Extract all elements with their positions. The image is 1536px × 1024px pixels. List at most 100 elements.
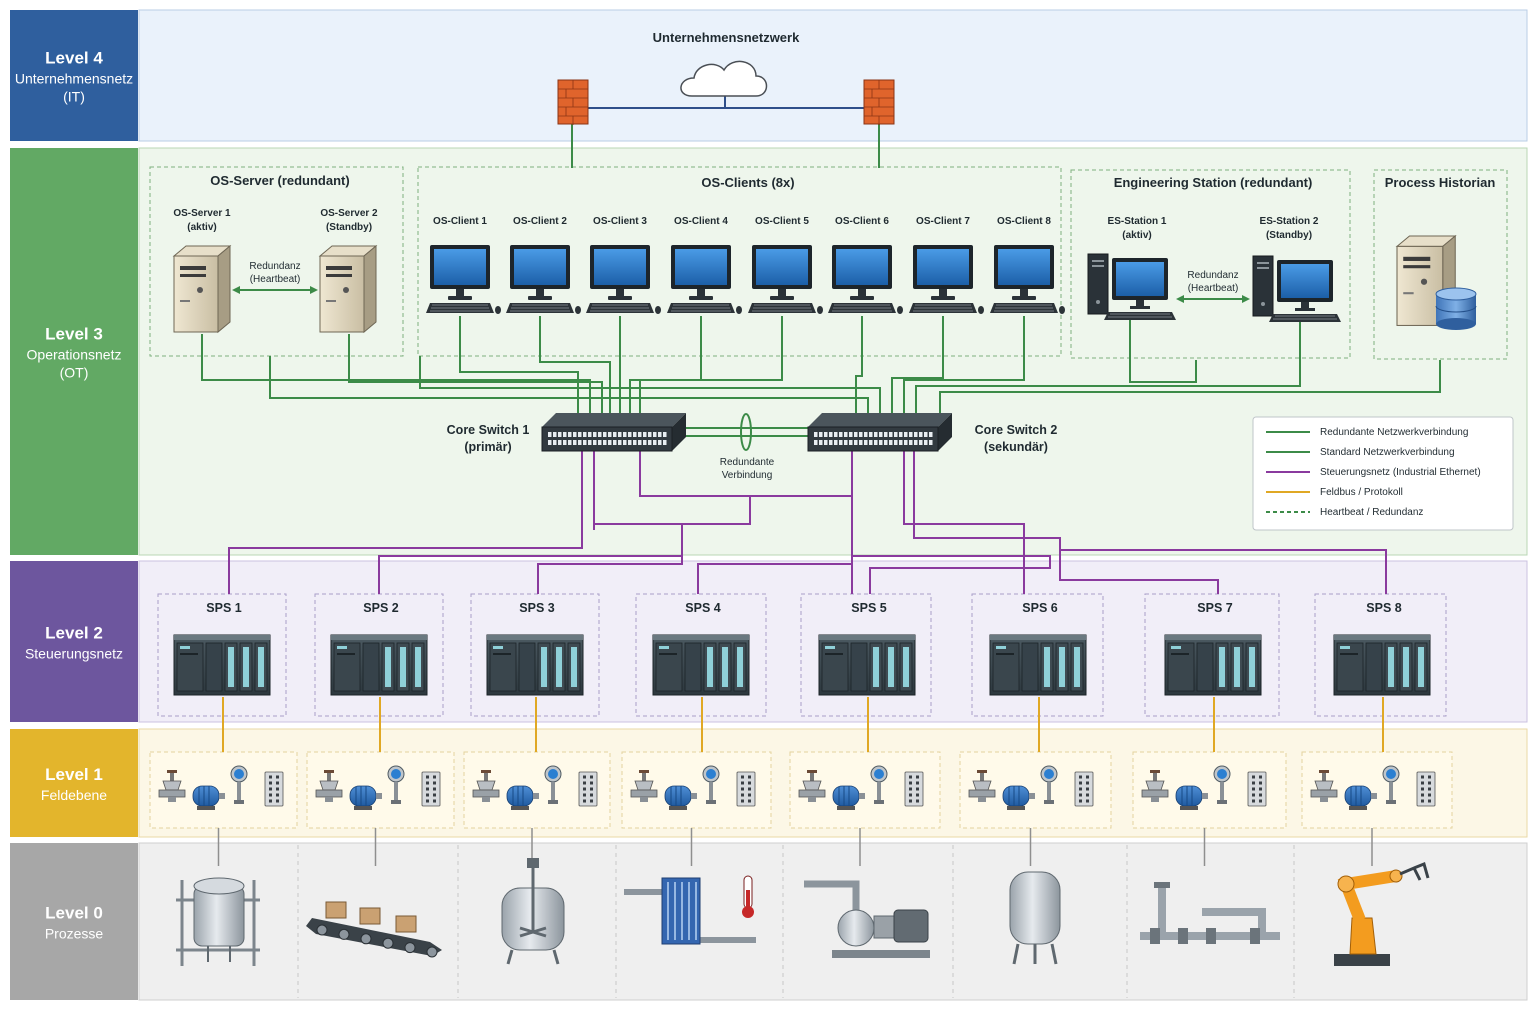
plc-3-link: [537, 556, 683, 594]
server-1-to-switch-1: [201, 334, 591, 420]
switch-port: [613, 440, 617, 445]
switch-port: [909, 440, 913, 445]
redundant-link-label: Redundante: [720, 457, 775, 468]
io-module-icon-4: [735, 770, 757, 808]
os-client-label-4: OS-Client 4: [674, 216, 728, 227]
pump-coupling: [873, 915, 895, 939]
level-number-4: Level 0: [45, 904, 103, 923]
os-client-label-1: OS-Client 1: [433, 216, 487, 227]
tank-body: [193, 885, 245, 947]
level-number-1: Level 3: [45, 325, 103, 344]
os-client-label-8: OS-Client 8: [997, 216, 1051, 227]
io-module-icon-5: [903, 770, 925, 808]
thermometer-bulb: [742, 906, 754, 918]
io-module-icon-7: [1246, 770, 1268, 808]
plc-group-8: [1314, 593, 1447, 717]
os-client-4-icon: [666, 244, 743, 315]
client-5-link: [639, 316, 783, 420]
reactor-icon: [501, 858, 565, 965]
robot-joint-1: [1337, 875, 1355, 893]
switch-port: [623, 440, 627, 445]
conveyor-roller: [382, 937, 394, 949]
switch-port: [563, 440, 567, 445]
switch-port: [653, 440, 657, 445]
robot-gripper: [1399, 861, 1430, 881]
switch-port: [628, 432, 632, 437]
plc-label-2: SPS 2: [363, 601, 398, 615]
core-switch-2-icon: [807, 413, 952, 452]
client-1-link: [459, 316, 579, 420]
switch-port: [608, 440, 612, 445]
pipeline-flange-1: [1178, 928, 1188, 944]
switch-port: [879, 432, 883, 437]
os-server-redundancy-sub: (Heartbeat): [250, 274, 301, 285]
switch-port: [929, 440, 933, 445]
hx-pipes: [624, 889, 756, 943]
plc-8-link: [1060, 549, 1387, 594]
os-client-label-6: OS-Client 6: [835, 216, 889, 227]
tank-top: [193, 877, 245, 895]
os-clients-group: [417, 166, 1062, 357]
switch-port: [638, 432, 642, 437]
plc-1-icon: [173, 634, 271, 696]
plc-5-icon: [818, 634, 916, 696]
conveyor-roller: [360, 933, 372, 945]
switch-port: [658, 432, 662, 437]
switch-port: [643, 440, 647, 445]
switch-front: [541, 426, 673, 452]
switch-port: [884, 440, 888, 445]
level-label-box-4: [10, 843, 138, 1000]
conveyor-box-1: [359, 907, 381, 925]
switch-port: [859, 432, 863, 437]
switch-port: [819, 432, 823, 437]
switch-port: [864, 440, 868, 445]
client-8-link: [903, 316, 1025, 420]
switch-port: [919, 432, 923, 437]
os-client-label-3: OS-Client 3: [593, 216, 647, 227]
switch-side: [938, 413, 952, 451]
os-client-2-icon: [505, 244, 582, 315]
tank-icon: [176, 877, 260, 966]
arrowhead-left: [232, 286, 240, 294]
switch-port: [824, 432, 828, 437]
level-number-0: Level 4: [45, 49, 103, 68]
es-2-link: [915, 322, 1301, 420]
os-server-2-label: OS-Server 2: [320, 208, 378, 219]
switch-port: [819, 440, 823, 445]
link-aggregation-ring: [740, 413, 752, 451]
switch-port: [849, 440, 853, 445]
switch-port: [573, 432, 577, 437]
switch-port: [854, 440, 858, 445]
reactor-motor: [527, 858, 539, 868]
switch-port: [568, 432, 572, 437]
switch-port: [548, 432, 552, 437]
pipeline-flange-3: [1250, 928, 1260, 944]
historian-group: [1373, 169, 1508, 360]
os-client-6-icon: [827, 244, 904, 315]
switch-port: [648, 440, 652, 445]
os-server-1-state: (aktiv): [187, 222, 216, 233]
level-name-4-0: Prozesse: [45, 926, 104, 942]
switch-port: [588, 432, 592, 437]
switch-port: [588, 440, 592, 445]
switch-port: [894, 432, 898, 437]
switch-port: [929, 432, 933, 437]
plc-6-link: [903, 450, 1025, 594]
plc-2-link: [378, 450, 683, 594]
switch-port: [578, 432, 582, 437]
switch-port: [834, 440, 838, 445]
switch-port: [874, 440, 878, 445]
level-name-0-0: Unternehmensnetz: [15, 71, 133, 87]
os-clients-title: OS-Clients (8x): [701, 175, 794, 190]
plc-label-1: SPS 1: [206, 601, 241, 615]
switch-port: [553, 440, 557, 445]
plc-group-7: [1144, 593, 1280, 717]
switch-port: [884, 432, 888, 437]
es-station-2-state: (Standby): [1266, 230, 1312, 241]
client-6-link: [855, 316, 863, 420]
client-7-link: [891, 316, 944, 420]
switch-port: [839, 432, 843, 437]
switch-port: [814, 432, 818, 437]
os-server-group: [149, 166, 404, 357]
